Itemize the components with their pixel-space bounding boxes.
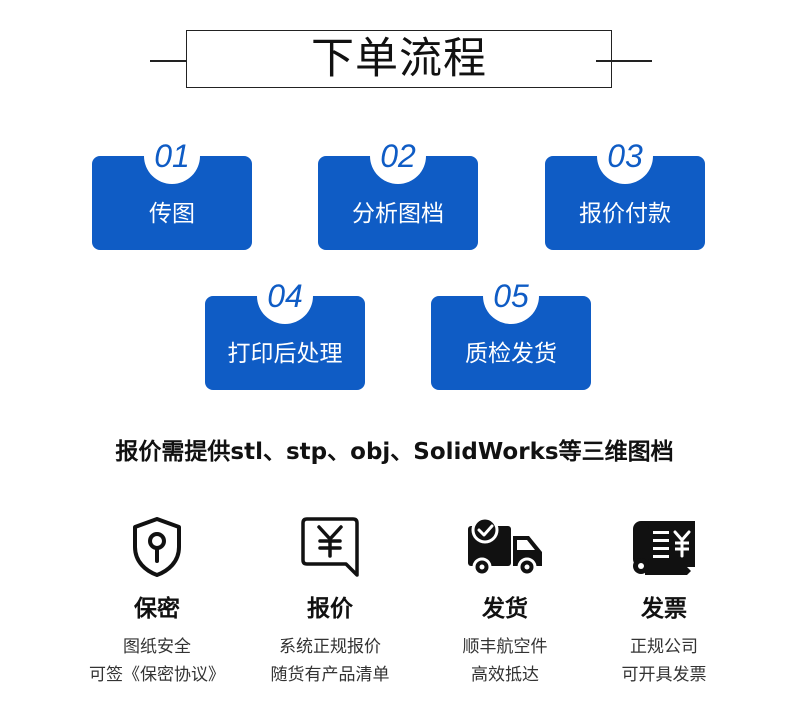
step-card-5: 05 质检发货 <box>431 268 591 390</box>
step-label: 报价付款 <box>579 201 671 227</box>
step-label: 分析图档 <box>352 201 444 227</box>
step-number: 04 <box>267 278 303 314</box>
feature-title: 发货 <box>482 596 528 622</box>
feature-line: 可签《保密协议》 <box>89 665 225 685</box>
feature-title: 保密 <box>134 596 180 622</box>
feature-confidential: 保密 图纸安全 可签《保密协议》 <box>67 512 247 689</box>
feature-line: 图纸安全 <box>123 637 191 657</box>
page-title: 下单流程 <box>311 34 487 84</box>
step-card-3: 03 报价付款 <box>545 128 705 250</box>
step-number: 05 <box>493 278 529 314</box>
step-number: 02 <box>380 138 416 174</box>
feature-line: 随货有产品清单 <box>270 665 390 685</box>
step-number-badge <box>597 128 653 184</box>
step-number-badge <box>483 268 539 324</box>
step-label: 质检发货 <box>465 341 557 367</box>
feature-line: 顺丰航空件 <box>462 637 548 657</box>
feature-title: 报价 <box>307 596 353 622</box>
step-label: 打印后处理 <box>227 341 343 367</box>
feature-title: 发票 <box>641 596 687 622</box>
invoice-scroll-icon <box>574 512 754 582</box>
title-left-rule <box>150 60 204 62</box>
feature-line: 可开具发票 <box>621 665 707 685</box>
step-card-1: 01 传图 <box>92 128 252 250</box>
step-number-badge <box>257 268 313 324</box>
feature-quote: 报价 系统正规报价 随货有产品清单 <box>240 512 420 689</box>
feature-invoice: 发票 正规公司 可开具发票 <box>574 512 754 689</box>
step-number-badge <box>144 128 200 184</box>
file-format-note: 报价需提供stl、stp、obj、SolidWorks等三维图档 <box>115 439 674 465</box>
step-number: 03 <box>607 138 643 174</box>
step-card-2: 02 分析图档 <box>318 128 478 250</box>
step-card-4: 04 打印后处理 <box>205 268 365 390</box>
feature-line: 系统正规报价 <box>279 637 381 657</box>
step-number-badge <box>370 128 426 184</box>
title-box: 下单流程 <box>186 30 612 88</box>
feature-line: 正规公司 <box>630 637 698 657</box>
title-right-rule <box>596 60 652 62</box>
step-label: 传图 <box>149 201 195 227</box>
feature-shipping: 发货 顺丰航空件 高效抵达 <box>415 512 595 689</box>
yuan-bubble-icon <box>240 512 420 582</box>
shield-keyhole-icon <box>67 512 247 582</box>
step-number: 01 <box>154 138 190 174</box>
feature-line: 高效抵达 <box>471 665 539 685</box>
delivery-truck-icon <box>415 512 595 582</box>
